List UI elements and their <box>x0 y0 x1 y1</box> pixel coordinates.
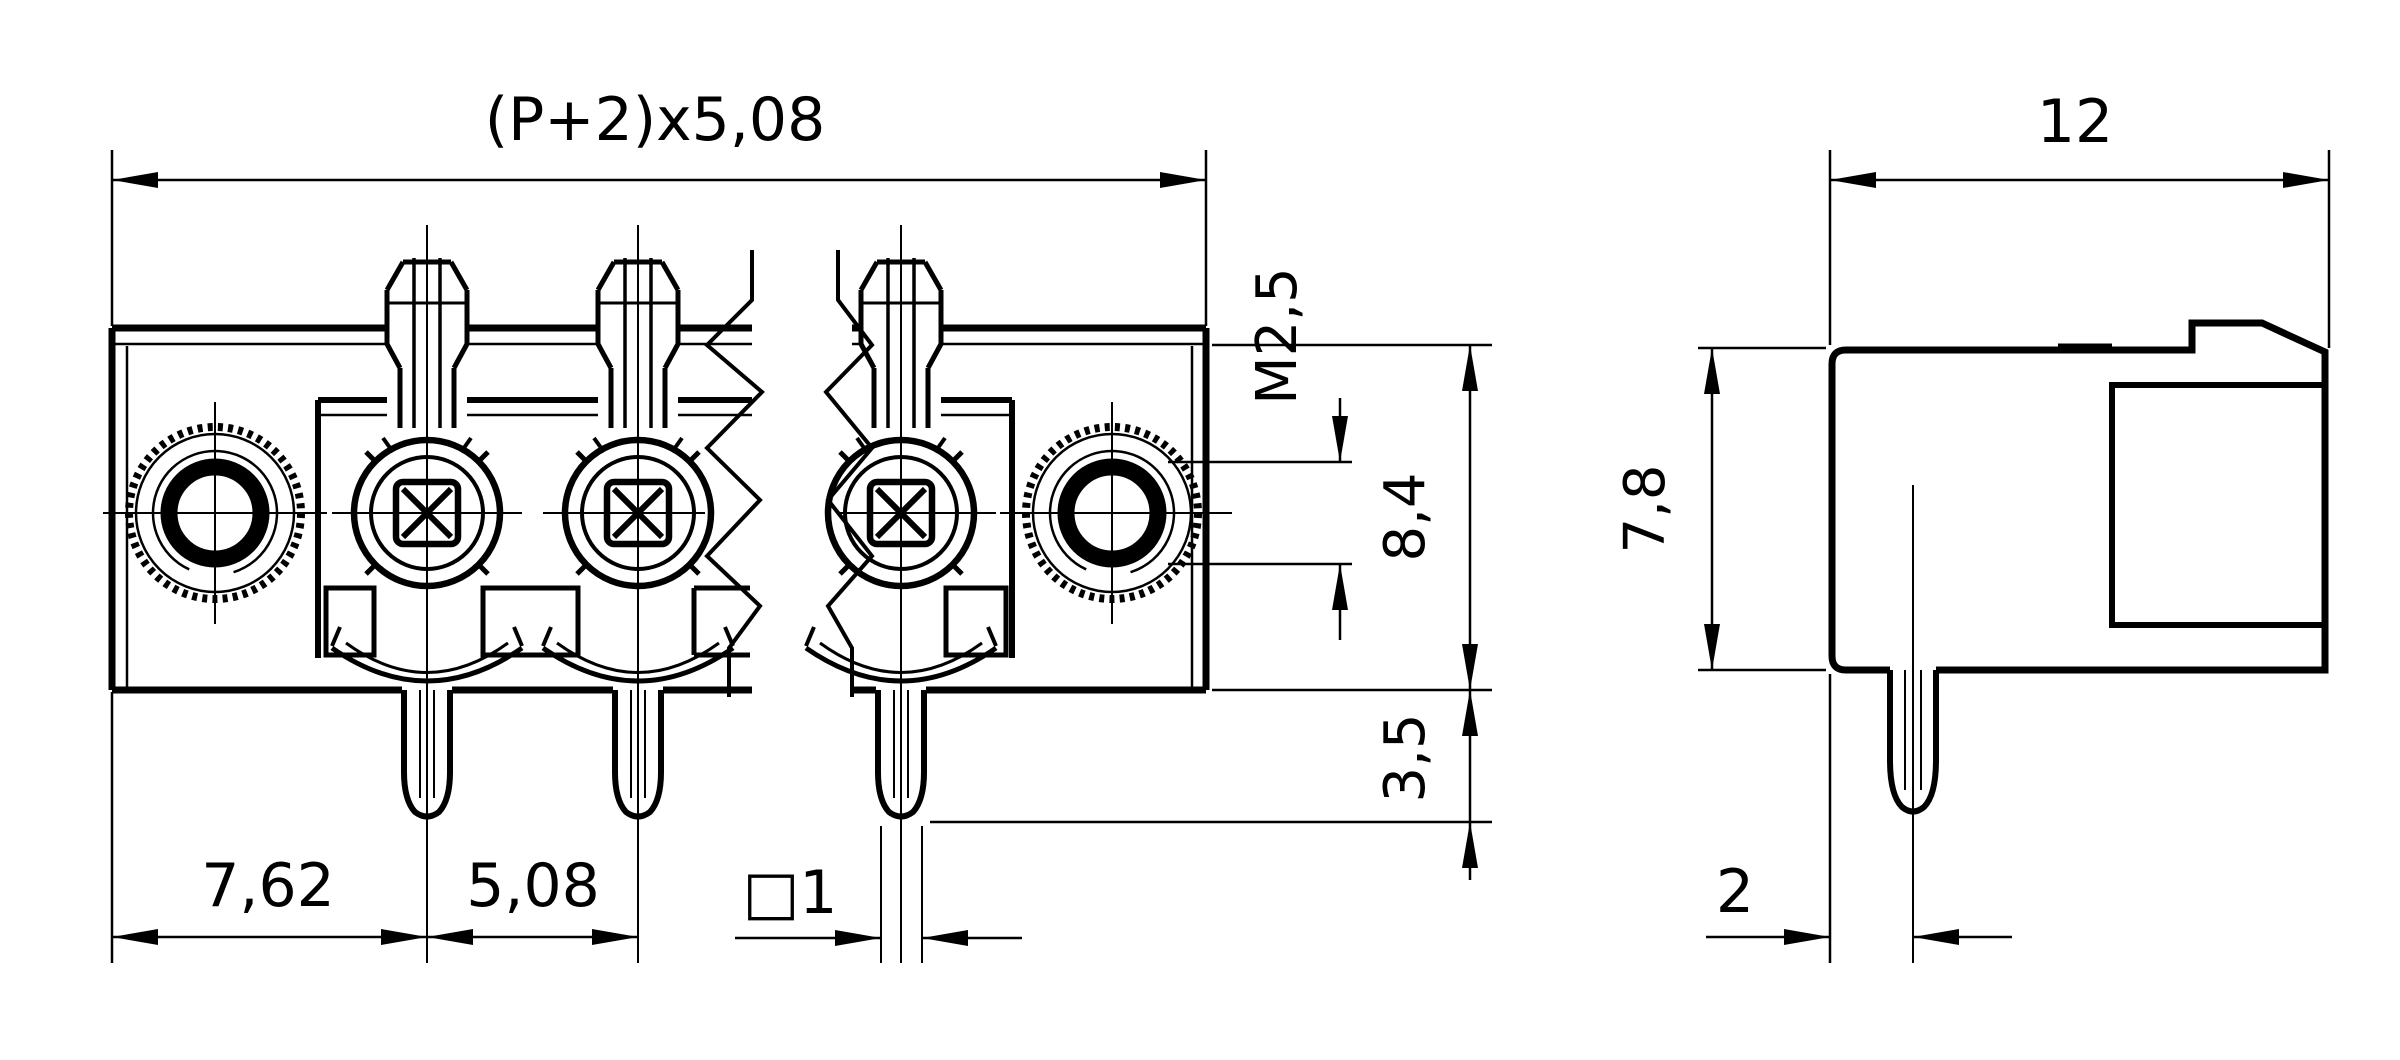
dim-label-depth: 12 <box>2037 87 2113 157</box>
pin-collar-1 <box>381 258 473 454</box>
centerlines <box>103 225 1232 963</box>
side-body-outline <box>1828 319 2329 674</box>
dim-label-thread: M2,5 <box>1245 267 1310 404</box>
dim-label-pin-offset: 2 <box>1716 857 1754 927</box>
dim-pin-offset: 2 <box>1706 674 2012 963</box>
dim-pitch-total: (P+2)x5,08 <box>110 85 1208 326</box>
dim-depth: 12 <box>1828 87 2331 348</box>
solder-pins <box>401 690 927 820</box>
front-view: (P+2)x5,08 M2,5 8,4 3,5 <box>103 85 1492 963</box>
pin-collar-3 <box>855 258 947 454</box>
dim-thread: M2,5 <box>1168 267 1352 640</box>
dim-side-height: 7,8 <box>1613 346 1826 672</box>
dim-body-height: 8,4 <box>1212 343 1492 692</box>
contact-3 <box>824 436 978 590</box>
side-view: 12 7,8 2 <box>1613 87 2331 963</box>
dim-edge-to-pin-and-pitch: 7,62 5,08 <box>110 692 638 963</box>
contact-2 <box>561 436 715 590</box>
front-body-outline <box>108 324 1210 694</box>
knurled-flange-right <box>1022 423 1202 603</box>
dim-label-pin-length: 3,5 <box>1373 713 1438 802</box>
break-lines <box>704 250 875 697</box>
dim-label-body-height: 8,4 <box>1373 472 1438 561</box>
dim-label-pin-square: □1 <box>743 858 838 928</box>
knurled-flange-left <box>125 423 305 603</box>
dim-pin-length: 3,5 <box>930 690 1492 880</box>
dim-label-side-height: 7,8 <box>1613 464 1678 553</box>
dim-label-pitch: 5,08 <box>466 851 600 921</box>
pin-collar-2 <box>592 258 684 454</box>
contact-1 <box>350 436 504 590</box>
dim-label-edge-to-pin: 7,62 <box>201 851 335 921</box>
dim-label-pitch-total: (P+2)x5,08 <box>485 85 826 155</box>
dim-pin-square: □1 <box>735 858 1022 946</box>
side-pin <box>1887 485 1939 963</box>
